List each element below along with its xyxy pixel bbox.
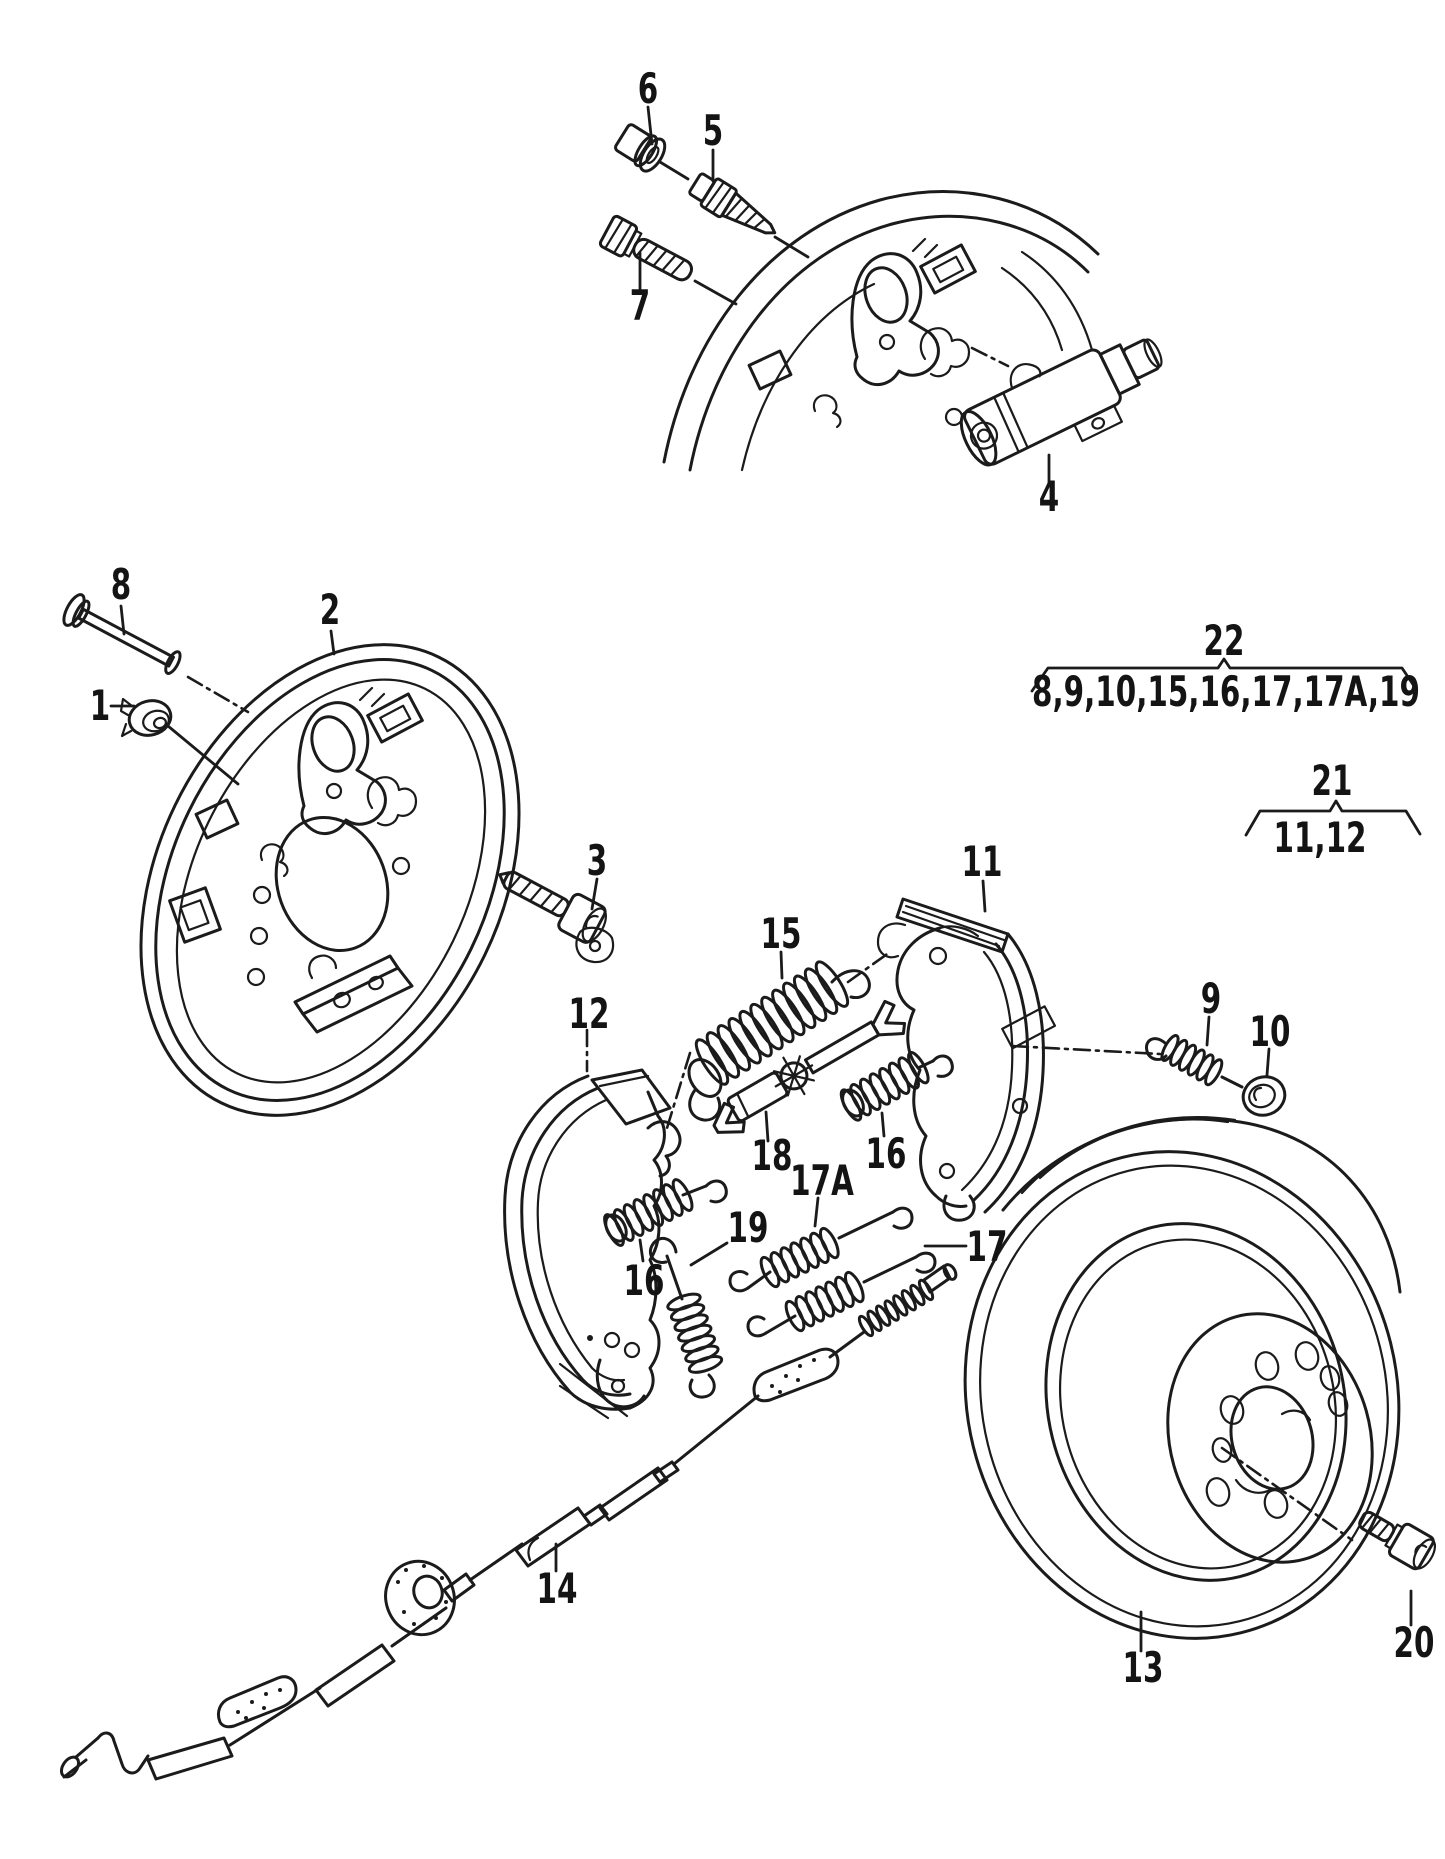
- group-label-22: 22: [1203, 616, 1245, 665]
- brake-shoe-left-drawing: [503, 926, 682, 1420]
- part-label-3: 3: [586, 836, 608, 885]
- group-items-21: 11,12: [1273, 813, 1367, 862]
- part-label-18: 18: [751, 1131, 793, 1180]
- part-label-17: 17: [966, 1222, 1008, 1271]
- leader-lines: [109, 105, 1413, 1653]
- part-label-16-right: 16: [865, 1129, 907, 1178]
- part-label-6: 6: [637, 64, 659, 113]
- spring-16-left: [603, 1178, 728, 1247]
- wheel-cylinder-drawing: [959, 338, 1163, 467]
- brake-shoe-right-drawing: [876, 897, 1057, 1222]
- part-label-7: 7: [629, 281, 651, 330]
- spring-19: [648, 1236, 724, 1399]
- backing-plate-top-drawing: [662, 190, 1100, 472]
- part-label-13: 13: [1122, 1643, 1164, 1692]
- part-label-5: 5: [702, 106, 724, 155]
- part-label-4: 4: [1038, 472, 1060, 521]
- brake-drum-drawing: [963, 1116, 1402, 1640]
- spring-9: [1145, 1034, 1244, 1089]
- part-label-19: 19: [727, 1203, 769, 1252]
- part-label-20: 20: [1393, 1618, 1435, 1667]
- bleeder-screw-drawing: [688, 172, 777, 235]
- part-label-10: 10: [1249, 1007, 1291, 1056]
- part-label-16-left: 16: [623, 1256, 665, 1305]
- adjuster-strut-drawing: [712, 999, 907, 1134]
- part-label-15: 15: [760, 909, 802, 958]
- bleeder-cap-drawing: [614, 123, 667, 173]
- push-nut-drawing: [119, 697, 173, 738]
- spring-16-right: [839, 1051, 954, 1122]
- spring-17: [746, 1251, 937, 1338]
- group-brackets: [1030, 657, 1422, 837]
- spring-17A: [728, 1206, 914, 1293]
- part-label-11: 11: [961, 837, 1003, 886]
- backing-plate-main-drawing: [139, 643, 521, 1117]
- part-label-14: 14: [536, 1564, 578, 1613]
- drum-screw-drawing: [1358, 1510, 1437, 1571]
- part-label-2: 2: [319, 585, 341, 634]
- group-label-21: 21: [1311, 756, 1353, 805]
- part-label-12: 12: [568, 989, 610, 1038]
- retaining-pin-drawing: [62, 593, 182, 675]
- part-label-9: 9: [1200, 974, 1222, 1023]
- brake-cable-drawing: [59, 1263, 958, 1781]
- spring-15: [687, 960, 871, 1122]
- part-label-8: 8: [110, 560, 132, 609]
- group-items-22: 8,9,10,15,16,17,17A,19: [1032, 667, 1420, 716]
- mounting-bolt-7-drawing: [598, 214, 694, 282]
- part-label-17A: 17A: [790, 1156, 854, 1205]
- part-label-1: 1: [89, 681, 111, 730]
- spring-cap-10: [1241, 1075, 1287, 1117]
